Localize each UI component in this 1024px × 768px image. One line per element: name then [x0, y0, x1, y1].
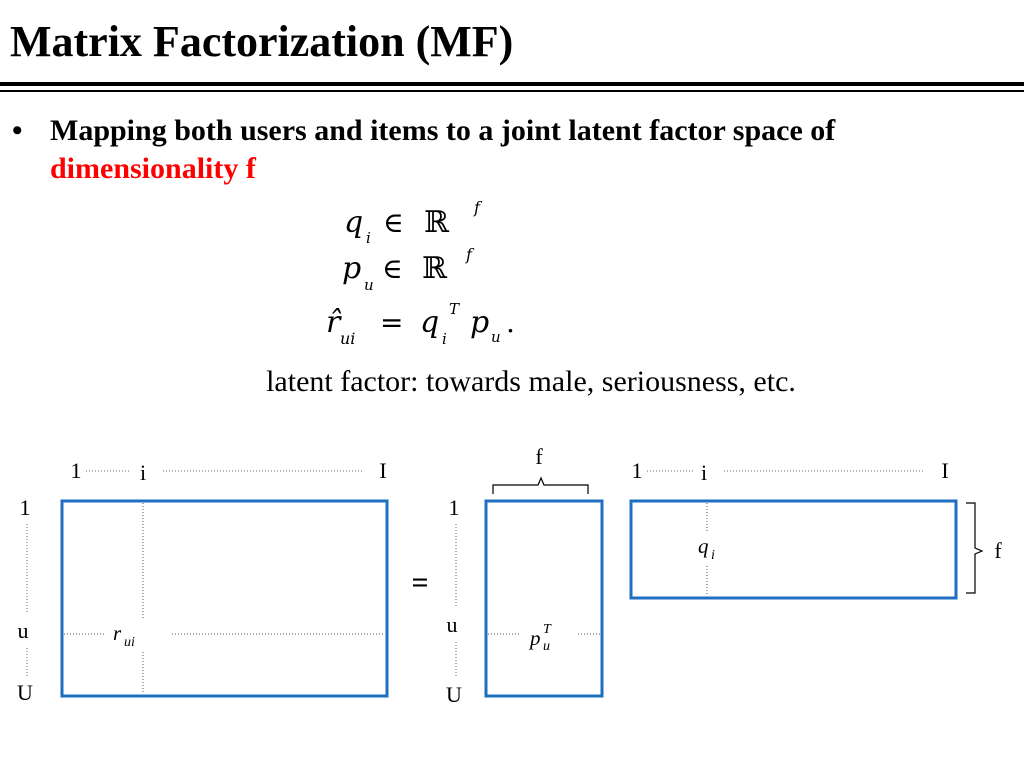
rating-matrix: 1 i I 1 u U r ui [17, 458, 389, 705]
formula-R-symbol: ℝ [424, 205, 450, 240]
formula-p-subscript: u [491, 328, 501, 346]
formula-R-symbol: ℝ [422, 251, 448, 286]
rating-matrix-col-end: I [379, 458, 386, 483]
formula-q-symbol: q [344, 205, 363, 240]
bullet-text: Mapping both users and items to a joint … [50, 112, 1012, 188]
equals-sign: = [411, 566, 428, 599]
item-matrix-col-end: I [941, 458, 948, 483]
rating-matrix-row-start: 1 [20, 495, 31, 520]
slide-title: Matrix Factorization (MF) [10, 17, 514, 66]
item-matrix-box [629, 499, 958, 600]
rating-matrix-row-end: U [17, 680, 33, 705]
rating-matrix-col-mid: i [140, 460, 146, 485]
item-cell-symbol: q [698, 534, 709, 558]
user-matrix-row-start: 1 [449, 495, 460, 520]
item-matrix-height-brace [966, 502, 984, 594]
bullet-text-accent: dimensionality f [50, 152, 256, 185]
formula-f-superscript: f [473, 198, 483, 217]
rating-cell-symbol: r [113, 621, 122, 645]
rating-matrix-col-start: 1 [71, 458, 82, 483]
user-matrix-width-label: f [535, 444, 543, 469]
bullet-text-main: Mapping both users and items to a joint … [50, 114, 836, 147]
item-cell-subscript: i [711, 548, 715, 563]
formula-rhat-subscript: ui [340, 329, 355, 348]
user-matrix-row-end: U [446, 682, 462, 707]
formula-p-subscript: u [364, 276, 374, 294]
formula-q-symbol: q [420, 305, 439, 340]
formula-q-subscript: i [442, 330, 447, 348]
user-cell-symbol: p [528, 626, 541, 650]
latent-factor-text: latent factor: towards male, seriousness… [266, 365, 796, 398]
formula-p-in-R: p u ∈ ℝ f [342, 245, 475, 294]
user-matrix-width-brace [492, 476, 589, 494]
title-rule-thick [0, 82, 1024, 86]
user-cell-superscript: T [543, 622, 552, 637]
formula-rhat-symbol: r̂ [326, 305, 342, 340]
matrix-diagram: 1 i I 1 u U r ui = f 1 u U p T u 1 [17, 444, 1002, 707]
formula-in-symbol: ∈ [382, 252, 403, 285]
formula-in-symbol: ∈ [383, 206, 404, 239]
title-rule-thin [0, 90, 1024, 92]
user-matrix-box [484, 499, 604, 698]
item-matrix-col-mid: i [701, 460, 707, 485]
user-matrix-row-mid: u [447, 612, 458, 637]
formula-period: . [506, 306, 515, 339]
formula-q-subscript: i [366, 229, 371, 247]
formula-f-superscript: f [465, 245, 475, 264]
formula-p-symbol: p [470, 305, 489, 340]
formula-equals: = [380, 306, 403, 339]
rating-matrix-row-mid: u [18, 618, 29, 643]
bullet-icon: • [12, 114, 23, 147]
formula-q-in-R: q i ∈ ℝ f [344, 198, 483, 247]
formula-p-symbol: p [342, 251, 361, 286]
formula-rating-prediction: r̂ ui = q i T p u . [326, 300, 515, 348]
user-cell-subscript: u [543, 639, 550, 654]
item-matrix-height-label: f [994, 538, 1002, 563]
rating-cell-subscript: ui [124, 635, 135, 650]
bullet-point: • Mapping both users and items to a join… [12, 112, 1012, 188]
item-factor-matrix: 1 i I q i f [629, 458, 1002, 600]
item-matrix-col-start: 1 [632, 458, 643, 483]
rating-matrix-box [60, 499, 389, 698]
formula-T-superscript: T [449, 300, 460, 318]
user-factor-matrix: f 1 u U p T u [446, 444, 604, 707]
